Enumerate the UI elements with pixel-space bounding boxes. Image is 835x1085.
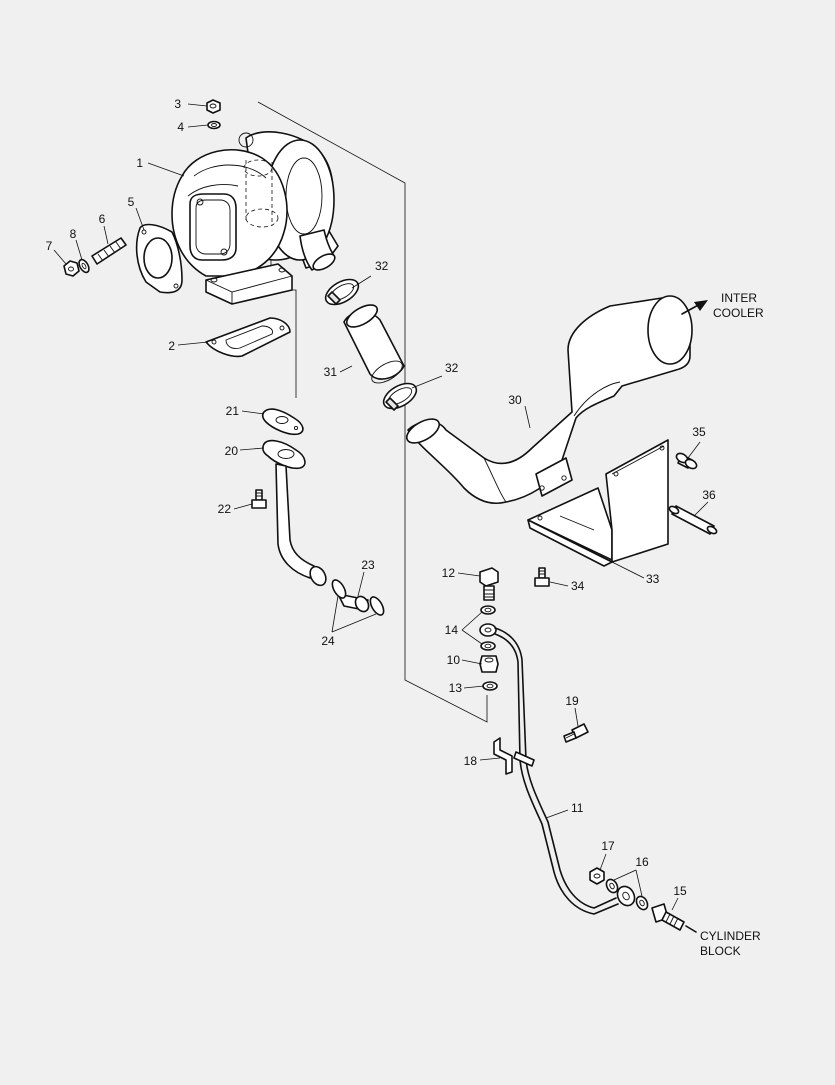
callout-6: 6: [99, 212, 106, 226]
callout-18: 18: [464, 754, 478, 768]
oil-feed-pipe-part-11: [479, 623, 619, 915]
leader-lines: [53, 103, 709, 911]
turbocharger: [171, 131, 339, 305]
clamp-parts-24: [331, 579, 385, 616]
hose-part-31: [343, 304, 405, 384]
callout-32-lower: 32: [445, 361, 459, 375]
gasket-part-2: [205, 317, 291, 358]
callout-13: 13: [449, 681, 463, 695]
washer-parts-16: [605, 878, 649, 911]
callout-3: 3: [174, 97, 181, 111]
bolt-part-19: [563, 723, 589, 743]
banjo-eye: [616, 885, 636, 907]
callout-19: 19: [565, 694, 579, 708]
callout-2: 2: [168, 339, 175, 353]
callout-33: 33: [646, 572, 660, 586]
callout-12: 12: [442, 566, 456, 580]
bracket-part-33: [527, 439, 669, 567]
callout-15: 15: [673, 884, 687, 898]
banjo-bolt-part-12: [479, 567, 499, 601]
callout-36: 36: [702, 488, 716, 502]
oil-return-pipe-part-20: [262, 439, 327, 587]
clamp-part-32-upper: [324, 278, 360, 306]
callout-34: 34: [571, 579, 585, 593]
stud-part-6: [91, 237, 127, 265]
callout-14: 14: [445, 623, 459, 637]
callout-5: 5: [128, 195, 135, 209]
callout-11: 11: [571, 801, 584, 815]
callout-31: 31: [324, 365, 338, 379]
nut-part-3: [206, 99, 221, 114]
intercooler-label-line1: INTER: [721, 291, 757, 305]
union-part-10: [479, 655, 499, 673]
connector-part-15: [651, 903, 685, 931]
callout-10: 10: [447, 653, 461, 667]
callout-4: 4: [177, 120, 184, 134]
callout-21: 21: [226, 404, 240, 418]
bolt-part-22: [251, 489, 267, 509]
gasket-part-5: [135, 223, 183, 294]
callout-32-upper: 32: [375, 259, 389, 273]
callout-24: 24: [321, 634, 335, 648]
washer-part-13: [482, 681, 498, 691]
callout-1: 1: [136, 156, 143, 170]
callout-16: 16: [635, 855, 649, 869]
callout-17: 17: [601, 839, 615, 853]
callout-20: 20: [225, 444, 239, 458]
cylinder-block-label-line1: CYLINDER: [700, 929, 761, 943]
nut-part-7: [63, 260, 80, 277]
bushing-part-35: [675, 452, 698, 470]
callout-8: 8: [70, 227, 77, 241]
callout-7: 7: [46, 239, 53, 253]
intercooler-label-line2: COOLER: [713, 306, 764, 320]
callout-30: 30: [508, 393, 522, 407]
clamp-part-32-lower: [382, 382, 418, 411]
bolt-part-34: [534, 567, 550, 587]
callout-35: 35: [692, 425, 706, 439]
hose-part-23: [337, 593, 370, 613]
stud-part-36: [668, 505, 718, 535]
cylinder-block-label-line2: BLOCK: [700, 944, 741, 958]
clip-part-18: [493, 737, 513, 775]
intercooler-arrow: [681, 300, 708, 315]
callout-labels: 3 4 1 5 6 8 7 2 21 20 22 32 31 32 30 33 …: [46, 97, 716, 898]
cylinder-block-arrow: [685, 925, 697, 933]
washer-part-8: [78, 258, 90, 274]
nut-part-17: [589, 867, 605, 885]
washer-part-4: [207, 120, 221, 130]
callout-23: 23: [361, 558, 375, 572]
washer-parts-14: [480, 605, 496, 651]
callout-22: 22: [218, 502, 232, 516]
annotations: INTER COOLER CYLINDER BLOCK: [700, 291, 764, 958]
gasket-part-21: [261, 408, 304, 436]
intercooler-pipe-part-30: [405, 295, 693, 504]
